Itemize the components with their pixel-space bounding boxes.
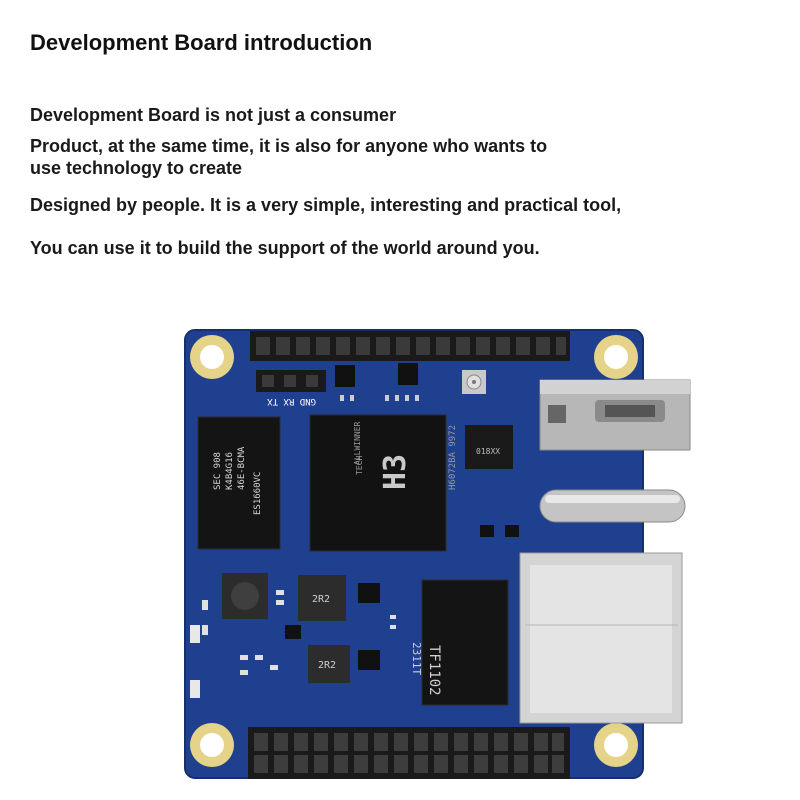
crystal-oscillator [539, 489, 686, 523]
intro-line-5: You can use it to build the support of t… [30, 238, 540, 258]
soc-maker-2: TECH [355, 456, 364, 475]
intro-line-4: Designed by people. It is a very simple,… [30, 195, 622, 215]
page-heading: Development Board introduction [30, 30, 373, 55]
mounting-hole-top-right [594, 335, 638, 379]
inductor-2: 2R2 [298, 575, 346, 621]
status-leds [190, 625, 200, 698]
development-board-image: GND RX TX SEC 908 K4B4G16 46E-BCMA ES166… [180, 325, 700, 785]
inductor-3: 2R2 [308, 645, 350, 683]
gpio-header-bottom [248, 727, 570, 779]
inductor-1 [222, 573, 268, 619]
board-illustration: GND RX TX SEC 908 K4B4G16 46E-BCMA ES166… [184, 329, 691, 779]
intro-line-3: use technology to create [30, 158, 243, 178]
ethernet-port [519, 552, 683, 724]
antenna-connector [462, 370, 486, 394]
smd-transistors [335, 363, 418, 387]
usb-port [539, 379, 691, 451]
gpio-header-top [250, 331, 570, 361]
mounting-hole-bottom-right [594, 723, 638, 767]
ram-chip: SEC 908 K4B4G16 46E-BCMA ES1660VC [197, 416, 281, 550]
intro-line-1: Development Board is not just a consumer [30, 105, 397, 125]
mounting-hole-top-left [190, 335, 234, 379]
ram-label-2: K4B4G16 [225, 452, 235, 490]
transformer-label-1: TF1102 [426, 645, 442, 696]
soc-maker-1: ALLWINNER [353, 421, 362, 465]
ethernet-transformer: TF1102 2311T [410, 579, 509, 706]
ethernet-phy-chip: 018XX [465, 425, 513, 469]
intro-line-2: Product, at the same time, it is also fo… [30, 136, 548, 156]
inductor-1-label: 2R2 [312, 594, 330, 605]
inductor-2-label: 2R2 [318, 660, 336, 671]
soc-code: H6072BA 9972 [448, 425, 458, 490]
uart-label: GND RX TX [267, 396, 316, 406]
uart-header [256, 370, 326, 392]
ram-label-1: SEC 908 [213, 452, 223, 490]
ram-code: ES1660VC [253, 472, 263, 515]
phy-chip-label: 018XX [476, 447, 500, 456]
ram-label-3: 46E-BCMA [237, 446, 247, 490]
soc-label: H3 [378, 454, 413, 490]
transformer-label-2: 2311T [410, 642, 423, 675]
mounting-hole-bottom-left [190, 723, 234, 767]
soc-chip: H3 ALLWINNER TECH H6072BA 9972 [309, 414, 458, 552]
